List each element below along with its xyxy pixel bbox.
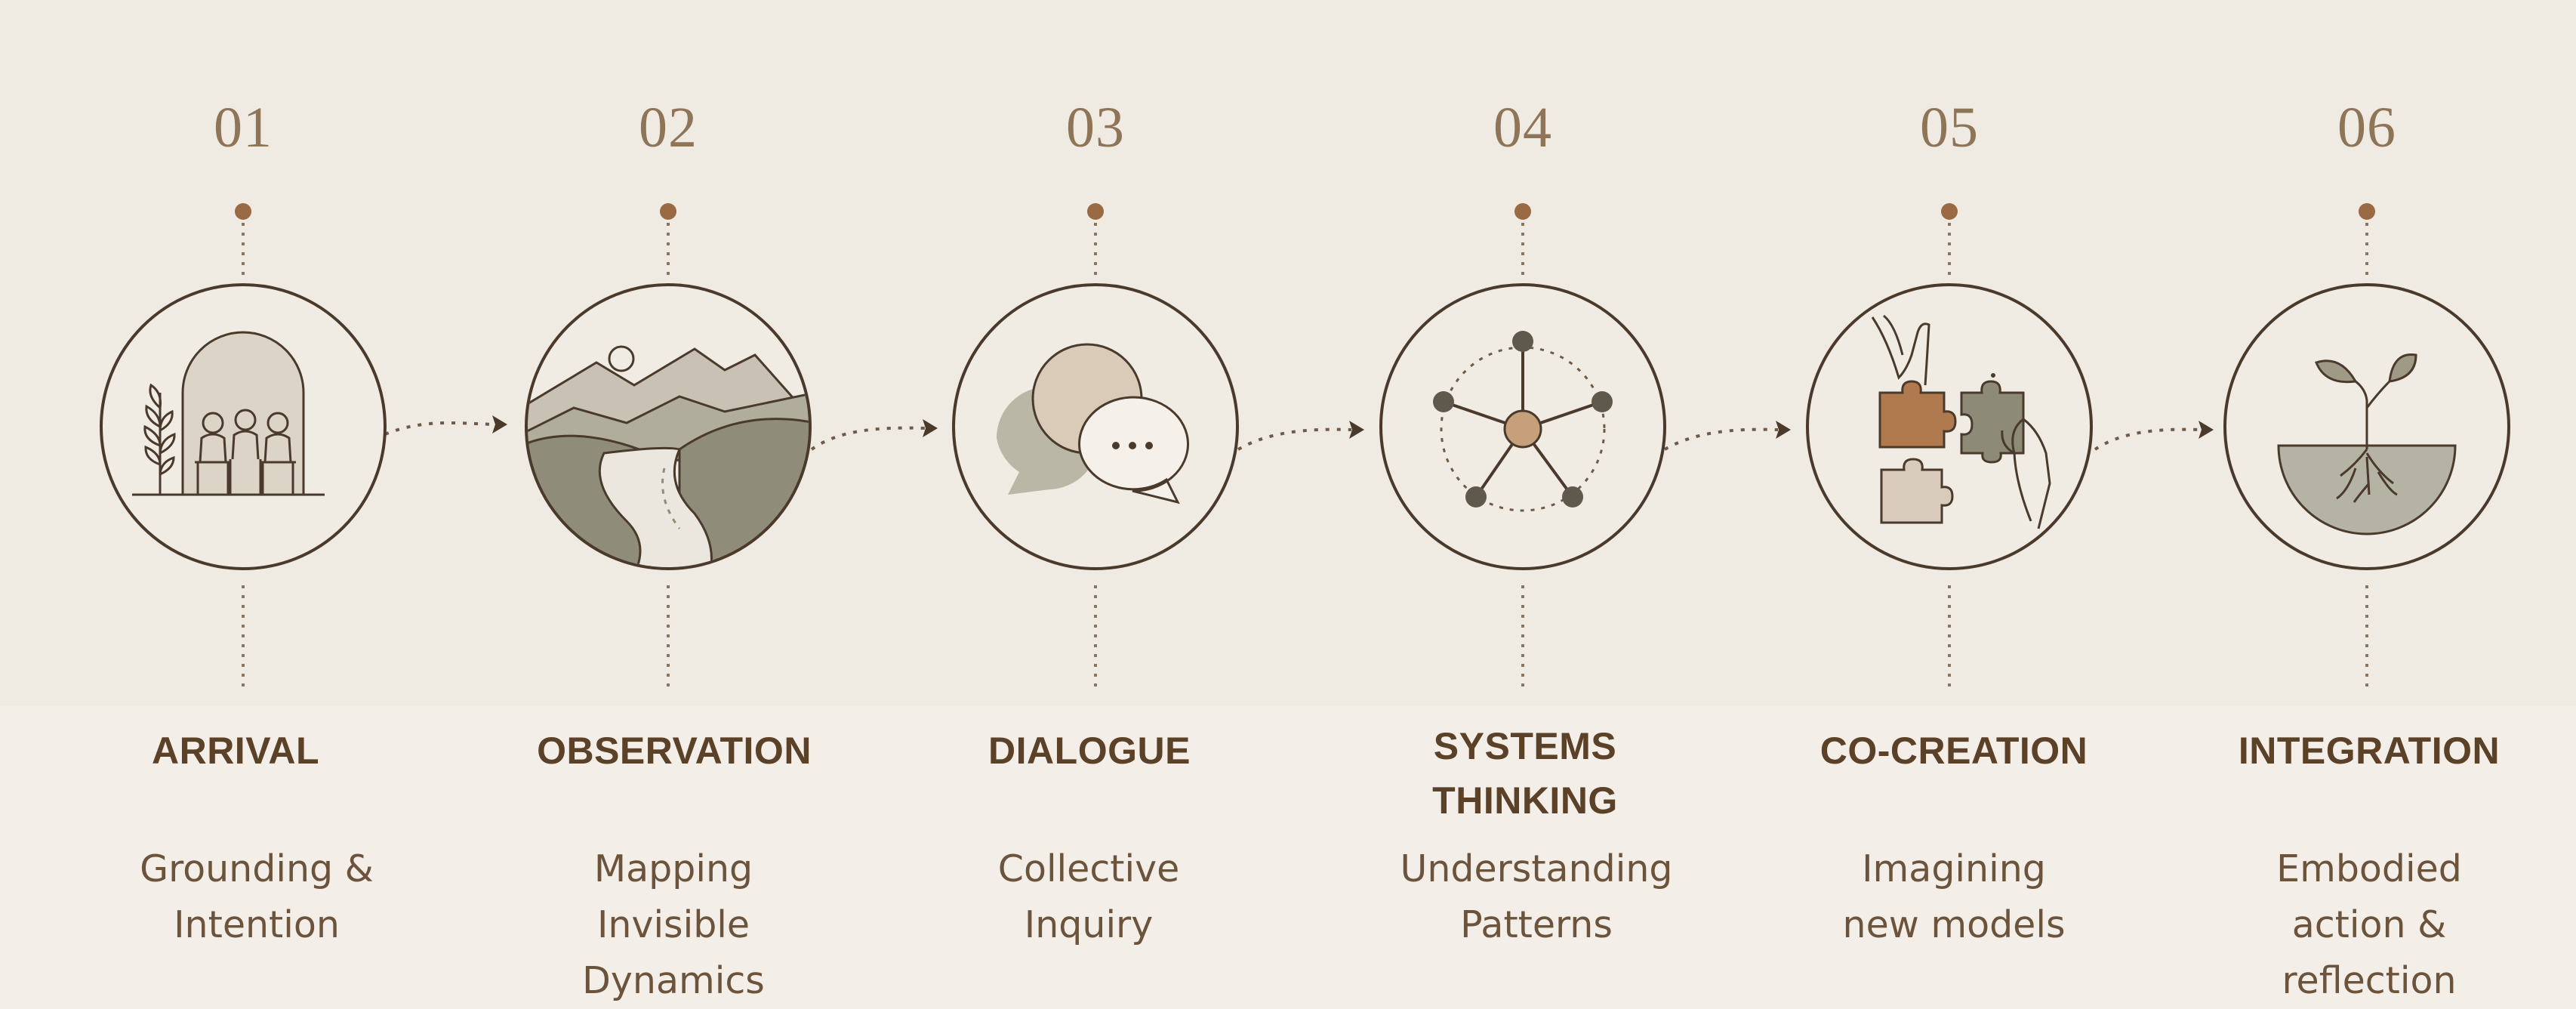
step-title-line: DIALOGUE (988, 730, 1191, 772)
top-band (0, 0, 2576, 706)
step-number: 05 (1920, 96, 1979, 159)
step-title: OBSERVATION (516, 724, 833, 778)
top-dot (235, 203, 251, 220)
arrow-1-2 (384, 421, 495, 436)
step-title: SYSTEMS THINKING (1367, 719, 1684, 828)
step-description-line: Inquiry (1024, 903, 1154, 946)
step-number: 03 (1066, 96, 1125, 159)
step-description-line: Mapping (593, 847, 753, 890)
step-title: INTEGRATION (2211, 724, 2528, 778)
arrowhead (2199, 421, 2214, 439)
step-description-line: Patterns (1460, 903, 1613, 946)
top-dot (1514, 203, 1531, 220)
step-title: ARRIVAL (77, 724, 394, 778)
landscape-icon (525, 283, 812, 570)
puzzle-hands-icon (1806, 283, 2093, 570)
bottom-band (0, 706, 2576, 1004)
flow-arrows (384, 421, 2202, 451)
step-number: 02 (639, 96, 698, 159)
gathering-arch-icon (100, 283, 387, 570)
step-description-line: Dynamics (582, 959, 765, 1002)
step-title: DIALOGUE (931, 724, 1248, 778)
step-description: Mapping Invisible Dynamics (515, 841, 832, 1009)
arrow-2-3 (810, 426, 926, 451)
step-number: 01 (214, 96, 273, 159)
arrowhead (1776, 421, 1791, 439)
step-title-line: INTEGRATION (2238, 730, 2501, 772)
sprout-icon (2223, 283, 2510, 570)
step-description: Grounding & Intention (98, 841, 415, 953)
arrowhead (1349, 421, 1364, 439)
step-connectors (242, 223, 2368, 687)
arrow-3-4 (1237, 427, 1352, 451)
step-description: Imagining new models (1795, 841, 2112, 953)
arrow-4-5 (1664, 427, 1779, 451)
step-title-line: CO-CREATION (1820, 730, 2088, 772)
top-dot (660, 203, 676, 220)
step-description: Collective Inquiry (930, 841, 1247, 953)
arrowhead (923, 419, 938, 437)
step-description: Embodied action & reflection (2211, 841, 2528, 1009)
step-number: 06 (2337, 96, 2396, 159)
step-description-line: Invisible (596, 903, 750, 946)
step-title-line: ARRIVAL (151, 730, 319, 772)
step-description-line: action & (2291, 903, 2447, 946)
network-icon (1379, 283, 1666, 570)
arrow-5-6 (2094, 427, 2202, 451)
step-description-line: reflection (2282, 959, 2457, 1002)
step-title-line: THINKING (1432, 779, 1618, 822)
step-description: Understanding Patterns (1378, 841, 1695, 953)
step-title-line: SYSTEMS (1433, 725, 1617, 767)
arrowhead (492, 415, 507, 434)
step-description-line: Embodied (2276, 847, 2462, 890)
step-description-line: Intention (174, 903, 340, 946)
step-title-line: OBSERVATION (537, 730, 812, 772)
step-description-line: Understanding (1400, 847, 1673, 890)
step-description-line: Grounding & (140, 847, 374, 890)
top-dot (1941, 203, 1958, 220)
step-description-line: Collective (997, 847, 1180, 890)
step-description-line: new models (1842, 903, 2066, 946)
top-dots (235, 203, 2375, 220)
step-description-line: Imagining (1862, 847, 2046, 890)
top-dot (1087, 203, 1104, 220)
top-dot (2359, 203, 2375, 220)
speech-bubbles-icon (952, 283, 1239, 570)
step-number: 04 (1493, 96, 1552, 159)
step-title: CO-CREATION (1795, 724, 2112, 778)
